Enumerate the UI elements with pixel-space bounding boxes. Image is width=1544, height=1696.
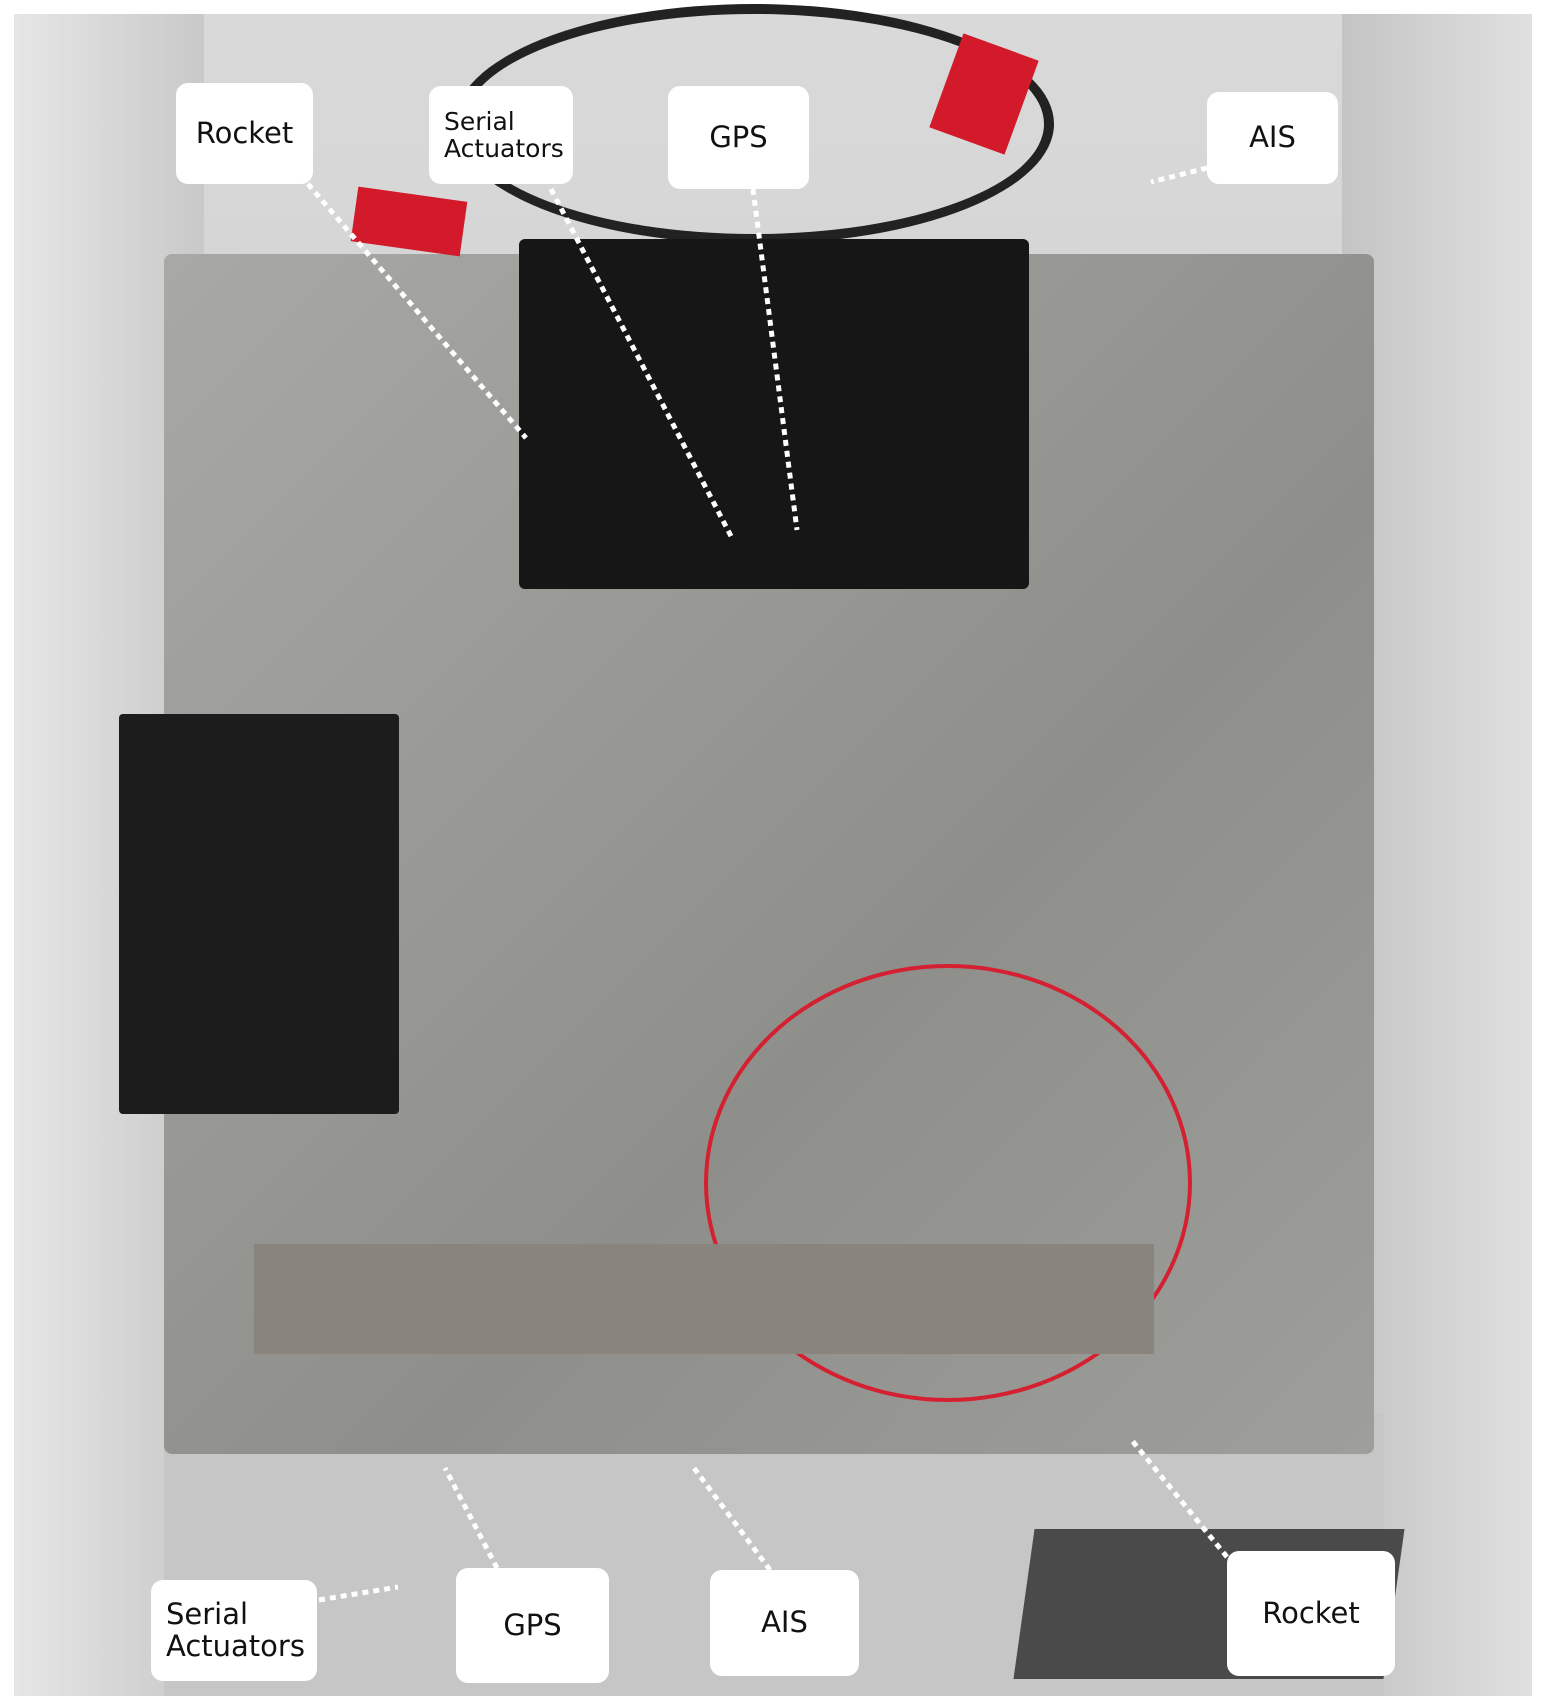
label-ais-bottom: AIS bbox=[710, 1570, 859, 1676]
leader-line-serial-bottom bbox=[318, 1584, 399, 1603]
label-rocket-bottom: Rocket bbox=[1227, 1551, 1395, 1676]
label-rocket-top: Rocket bbox=[176, 83, 313, 184]
label-text: Serial bbox=[166, 1596, 249, 1631]
computer-board bbox=[519, 239, 1029, 589]
leader-line-rocket-bottom bbox=[1128, 1436, 1229, 1559]
leader-line-gps-top bbox=[750, 188, 800, 531]
label-text: Actuators bbox=[166, 1628, 305, 1663]
leader-line-ais-bottom bbox=[691, 1466, 773, 1572]
leader-line-ais-top bbox=[1150, 165, 1208, 185]
leader-line-gps-bottom bbox=[442, 1466, 500, 1570]
label-ais-top: AIS bbox=[1207, 92, 1338, 184]
label-text: Actuators bbox=[444, 134, 564, 163]
label-text: AIS bbox=[761, 1605, 808, 1640]
label-text: AIS bbox=[1249, 120, 1296, 155]
label-text: GPS bbox=[709, 119, 768, 154]
label-gps-bottom: GPS bbox=[456, 1568, 609, 1683]
enclosure-photo bbox=[14, 4, 1532, 1696]
leader-line-rocket-top bbox=[306, 182, 528, 440]
red-wire-loop bbox=[704, 964, 1192, 1402]
label-text: GPS bbox=[503, 1607, 562, 1642]
label-text: Rocket bbox=[195, 115, 294, 150]
label-text: Rocket bbox=[1262, 1595, 1360, 1630]
leader-line-serial-top bbox=[548, 187, 736, 542]
label-gps-top: GPS bbox=[668, 86, 809, 189]
relay-module bbox=[119, 714, 399, 1114]
terminal-block bbox=[254, 1244, 1154, 1354]
label-text: Serial bbox=[444, 106, 515, 136]
